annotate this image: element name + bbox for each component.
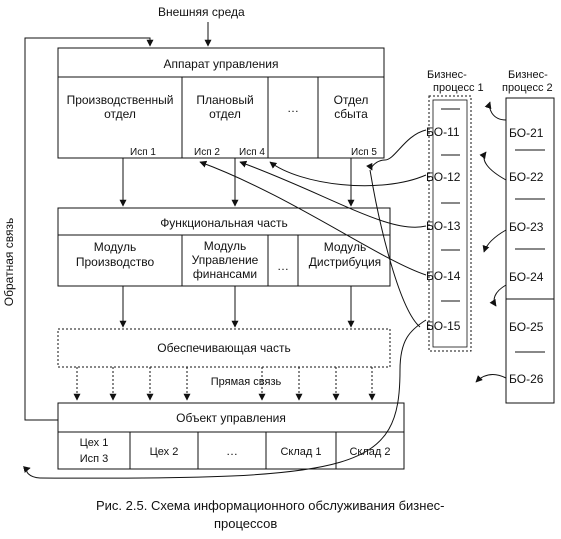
module-distribution-label-1: Модуль [324, 240, 367, 254]
direct-link-arrows [73, 367, 376, 401]
direct-link-label: Прямая связь [211, 376, 282, 388]
figure-caption-line-1: Рис. 2.5. Схема информационного обслужив… [96, 498, 445, 513]
bp2-item-23: БО-23 [509, 220, 544, 234]
bp2-item-24: БО-24 [509, 270, 544, 284]
support-title: Обеспечивающая часть [157, 341, 290, 355]
executor-3-label: Исп 3 [80, 453, 109, 465]
bp2-item-26: БО-26 [509, 372, 544, 386]
object-ellipsis: … [226, 444, 238, 458]
sales-dept-label-2: сбыта [334, 107, 368, 121]
business-process-1: Бизнес- процесс 1 БО-11 БО-12 БО-13 БО-1… [426, 69, 484, 352]
external-environment-label: Внешняя среда [158, 5, 245, 19]
bp1-item-15: БО-15 [426, 319, 461, 333]
bp2-item-21: БО-21 [509, 126, 544, 140]
bp2-item-22: БО-22 [509, 170, 544, 184]
warehouse-1-label: Склад 1 [280, 446, 321, 458]
object-title: Объект управления [176, 411, 286, 425]
executor-1-label: Исп 1 [130, 147, 156, 158]
planning-dept-label-2: отдел [209, 107, 241, 121]
figure-caption-line-2: процессов [214, 516, 277, 531]
module-distribution-label-2: Дистрибуция [309, 255, 381, 269]
business-process-2: Бизнес- процесс 2 БО-21 БО-22 БО-23 БО-2… [502, 69, 555, 404]
apparatus-ellipsis: … [287, 101, 299, 115]
bp2-title-1: Бизнес- [508, 69, 548, 81]
module-production-label-1: Модуль [94, 240, 137, 254]
feedback-loop-line [24, 37, 154, 421]
module-finance-label-1: Модуль [204, 239, 247, 253]
module-production-label-2: Производство [76, 255, 155, 269]
shop-2-label: Цех 2 [150, 446, 179, 458]
information-service-links [23, 101, 507, 479]
functional-ellipsis: … [277, 259, 289, 273]
module-finance-label-3: финансами [193, 267, 257, 281]
production-dept-label-2: отдел [104, 107, 136, 121]
bp2-title-2: процесс 2 [502, 82, 553, 94]
bp2-item-25: БО-25 [509, 320, 544, 334]
bp1-title-1: Бизнес- [427, 69, 467, 81]
module-finance-label-2: Управление [192, 253, 259, 267]
functional-title: Функциональная часть [160, 216, 288, 230]
bp1-item-13: БО-13 [426, 219, 461, 233]
bp1-item-12: БО-12 [426, 170, 461, 184]
apparatus-title: Аппарат управления [163, 57, 278, 71]
apparatus-block: Аппарат управления Производственный отде… [57, 47, 385, 159]
production-dept-label-1: Производственный [67, 93, 174, 107]
object-block: Объект управления Цех 1 Исп 3 Цех 2 … Ск… [57, 402, 405, 470]
feedback-label: Обратная связь [2, 218, 16, 306]
bp1-item-14: БО-14 [426, 269, 461, 283]
shop-1-label: Цех 1 [80, 437, 109, 449]
executor-4-label: Исп 4 [239, 147, 265, 158]
executor-2-label: Исп 2 [194, 147, 220, 158]
sales-dept-label-1: Отдел [334, 93, 369, 107]
functional-block: Функциональная часть Модуль Производство… [57, 207, 391, 287]
bp1-title-2: процесс 1 [433, 82, 484, 94]
executor-5-label: Исп 5 [351, 147, 377, 158]
bp1-item-11: БО-11 [426, 125, 460, 139]
planning-dept-label-1: Плановый [196, 93, 253, 107]
support-block: Обеспечивающая часть [57, 328, 391, 368]
